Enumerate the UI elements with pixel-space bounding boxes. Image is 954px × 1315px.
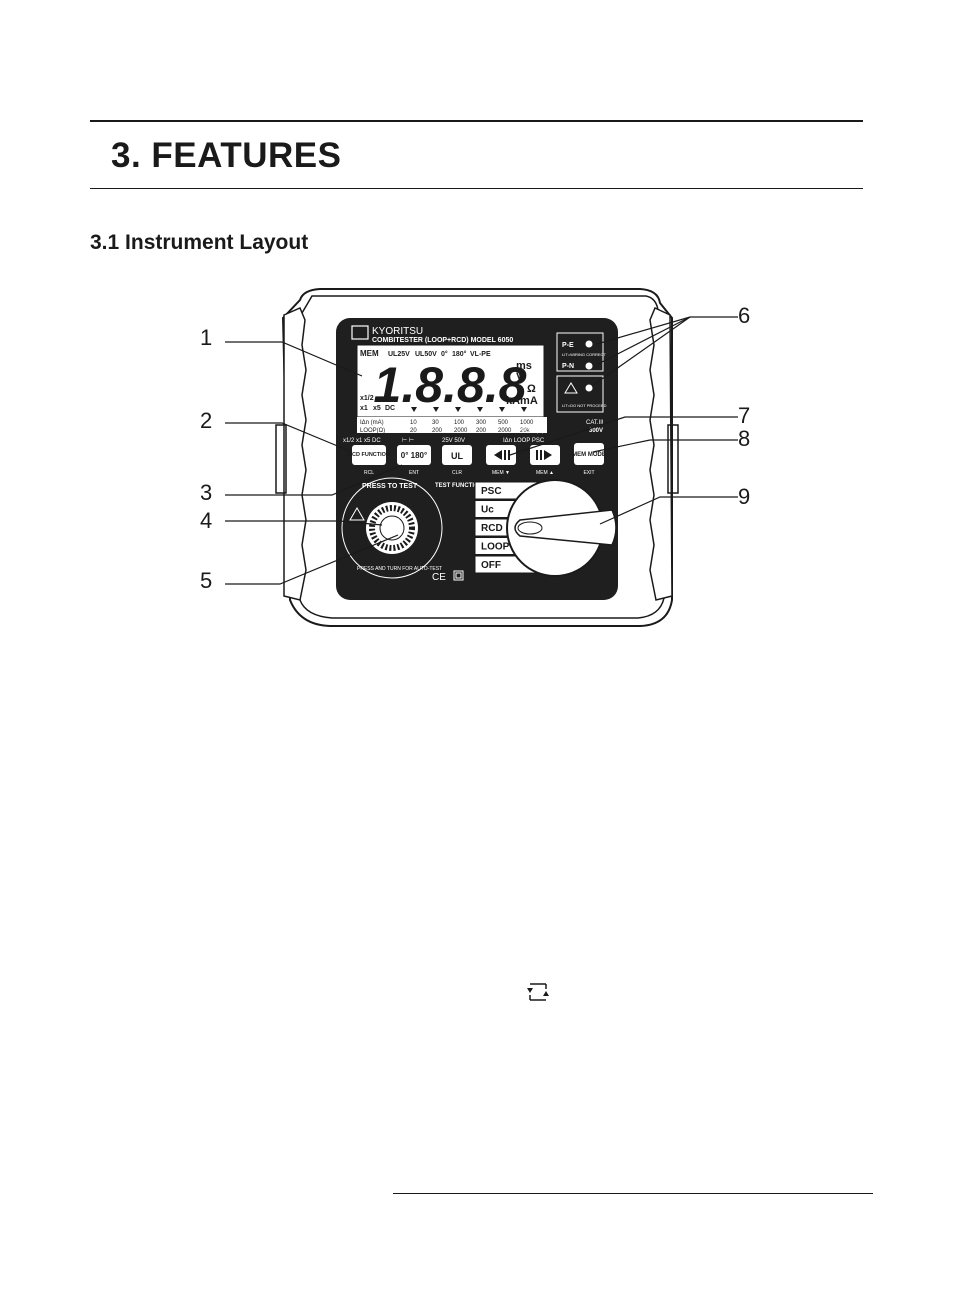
callout-8: 8 (738, 426, 751, 451)
range-pointer-icon (477, 407, 483, 412)
scale-row1-value: 10 (410, 420, 417, 426)
scale-row2-value: 20 (410, 428, 417, 434)
callout-6: 6 (738, 303, 751, 328)
rotary-position-label: RCD (481, 523, 503, 534)
lcd-deg180: 180° (452, 350, 467, 358)
mem-down-label: MEM ▼ (492, 470, 510, 476)
lcd-digits: 1.8.8.8 (374, 357, 527, 413)
pe-lamp (585, 340, 593, 348)
lcd-x5: x5 (373, 405, 381, 412)
clr-label: CLR (452, 470, 462, 476)
leader-lines (225, 316, 738, 585)
left-grip (283, 307, 307, 601)
scale-row1-value: 500 (498, 420, 509, 426)
ul-top-label: 25V 50V (442, 438, 465, 444)
scale-row1-value: 100 (454, 420, 465, 426)
lcd-dc: DC (385, 405, 395, 412)
lcd-deg0: 0° (441, 350, 448, 358)
callout-4: 4 (200, 508, 213, 533)
ent-label: ENT (409, 470, 419, 476)
lcd-unit-v: V (516, 371, 524, 383)
callout-1: 1 (200, 325, 213, 350)
left-arrow-icon (494, 450, 510, 460)
range-pointer-icon (521, 407, 527, 412)
rotary-position-label: LOOP (481, 542, 510, 553)
rotary-position-label: Uc (481, 505, 494, 516)
range-pointer-icon (411, 407, 417, 412)
pe-label: P-E (562, 342, 574, 349)
test-function-label: TEST FUNCTION (435, 483, 483, 489)
scale-row2-value: 20k (520, 428, 531, 434)
lcd-unit-ms: ms (516, 360, 532, 372)
psc-label: PSC (A) (522, 428, 544, 434)
scale-row1-value: 300 (476, 420, 487, 426)
rotary-position-label: OFF (481, 560, 501, 571)
callout-7: 7 (738, 403, 751, 428)
scale-row1-value: 30 (432, 420, 439, 426)
rcd-top-label: x1/2 x1 x5 DC (343, 438, 381, 444)
lcd-vlpe: VL-PE (470, 351, 491, 358)
caution-icon (349, 507, 365, 521)
callout-3: 3 (200, 480, 213, 505)
section-title: 3. FEATURES (111, 136, 342, 175)
rcd-function-label: RCD FUNCTION (348, 452, 390, 458)
ul-button (442, 445, 472, 465)
mem-up-label: MEM ▲ (536, 470, 554, 476)
model-line: COMBITESTER (LOOP+RCD) MODEL 6050 (372, 337, 513, 344)
top-rule (90, 120, 863, 122)
callout-5: 5 (200, 568, 213, 593)
right-arrow-icon (536, 450, 552, 460)
lcd-mem: MEM (360, 349, 379, 358)
phase-button (397, 445, 431, 465)
scale-row2-value: 200 (476, 428, 487, 434)
mem-mode-button (574, 443, 604, 465)
pn-lamp (585, 362, 593, 370)
brand-logo: KYORITSU (372, 326, 423, 337)
range-pointer-icon (433, 407, 439, 412)
rotary-position-label: PSC (481, 486, 502, 497)
rcd-function-button (352, 445, 386, 465)
right-grip (649, 306, 673, 601)
scale-row1-value: 1000 (520, 420, 534, 426)
pn-label: P-N (562, 363, 574, 370)
footer-rule (393, 1193, 873, 1194)
mem-mode-label: MEM MODE (572, 452, 606, 458)
loop-symbol-icon (527, 983, 549, 1001)
scale-row2-value: 2000 (454, 428, 468, 434)
warning-lamp (585, 384, 593, 392)
press-turn-label: PRESS AND TURN FOR AUTO-TEST (357, 566, 442, 572)
instrument-illustration: 1.8.8.8 MEM UL25V UL50V 0° 180° VL-PE x1… (225, 288, 738, 627)
range-pointer-icon (499, 407, 505, 412)
phase-label: 0° 180° (401, 451, 427, 460)
subsection-title: 3.1 Instrument Layout (90, 231, 309, 254)
cat-label: CAT.III (586, 420, 604, 426)
lcd-x1: x1 (360, 405, 368, 412)
lcd-ul50: UL50V (415, 351, 437, 358)
scale-row2-label: LOOP(Ω) (360, 428, 385, 434)
exit-label: EXIT (583, 470, 594, 476)
lcd-display (356, 344, 545, 418)
scale-row1-label: IΔn (mA) (360, 420, 384, 426)
lcd-unit-kama: kAmA (506, 395, 538, 407)
phase-top-label: ⊢ ⊢ (402, 437, 414, 444)
press-to-test-label: PRESS TO TEST (362, 483, 418, 490)
range-pointer-icon (455, 407, 461, 412)
warning-icon (564, 382, 578, 394)
scale-row2-value: 200 (432, 428, 443, 434)
scale-row2-value: 2000 (498, 428, 512, 434)
ul-label: UL (451, 451, 463, 461)
callout-2: 2 (200, 408, 213, 433)
lcd-x12: x1/2 (360, 395, 374, 402)
wiring-correct-label: LIT=WIRING CORRECT (562, 352, 606, 357)
ce-mark: CE (432, 572, 446, 583)
do-not-proceed-label: LIT=DO NOT PROCEED (562, 403, 607, 408)
title-rule (90, 188, 863, 189)
lcd-ul25: UL25V (388, 351, 410, 358)
loop-top-label: IΔn LOOP PSC (503, 438, 545, 444)
lcd-unit-ohm: Ω (527, 383, 536, 395)
voltage-label: 300V (589, 428, 603, 434)
rcl-label: RCL (364, 470, 374, 476)
callout-9: 9 (738, 484, 751, 509)
